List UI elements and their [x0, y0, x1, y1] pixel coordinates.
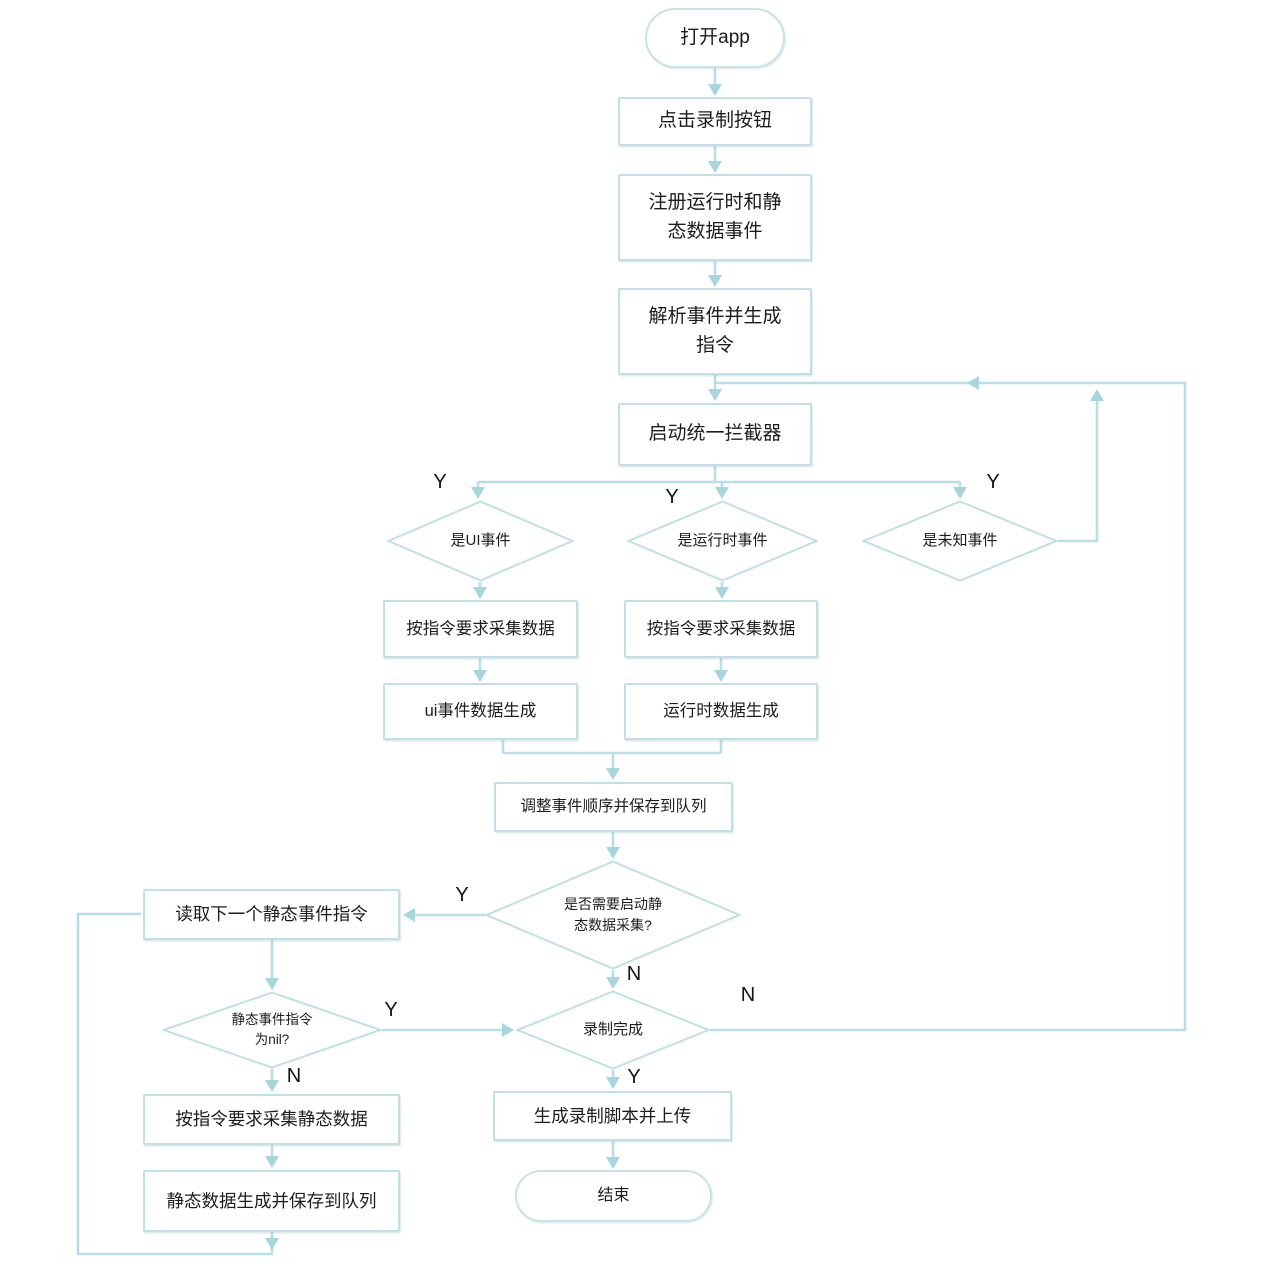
edge-is-ui-to-collect [473, 582, 487, 599]
edge-collect-static-to-saved [265, 1145, 279, 1168]
node-start-interceptor: 启动统一拦截器 [618, 403, 812, 466]
node-static-instruction-nil: 静态事件指令 为nil? [162, 991, 382, 1069]
node-label: 按指令要求采集静态数据 [175, 1109, 368, 1130]
node-label: 读取下一个静态事件指令 [175, 904, 368, 925]
edge-unknown-yes-loop [1058, 389, 1104, 543]
branch-label-no-nil: N [286, 1065, 302, 1087]
node-parse-events: 解析事件并生成 指令 [618, 288, 812, 375]
node-ui-data-generated: ui事件数据生成 [383, 683, 578, 740]
node-label: 静态事件指令 为nil? [231, 1011, 313, 1047]
node-label: 是否需要启动静 态数据采集? [564, 896, 662, 933]
node-click-record-button: 点击录制按钮 [618, 97, 812, 146]
branch-label-yes-nil: Y [384, 999, 398, 1021]
edge-nil-no [265, 1069, 279, 1092]
node-label: 启动统一拦截器 [648, 423, 782, 445]
branch-label-yes-is-unknown: Y [986, 471, 1000, 493]
branch-label-yes-is-ui: Y [433, 471, 447, 493]
node-label: 生成录制脚本并上传 [533, 1105, 692, 1126]
edge-register-to-parse [708, 261, 722, 287]
node-is-unknown-event: 是未知事件 [862, 500, 1058, 582]
diamond-shape [485, 860, 741, 970]
node-collect-runtime-data: 按指令要求采集数据 [624, 600, 818, 658]
node-label: 是未知事件 [922, 531, 998, 549]
diamond-shape [862, 500, 1058, 582]
edge-click-record-to-register [708, 146, 722, 173]
node-recording-done: 录制完成 [516, 990, 710, 1070]
node-need-static-collection: 是否需要启动静 态数据采集? [485, 860, 741, 970]
node-label: 解析事件并生成 指令 [648, 306, 782, 356]
node-is-runtime-event: 是运行时事件 [627, 500, 818, 582]
node-label: ui事件数据生成 [424, 702, 537, 721]
node-static-data-saved: 静态数据生成并保存到队列 [143, 1170, 400, 1232]
node-label: 注册运行时和静 态数据事件 [648, 192, 782, 242]
node-label: 按指令要求采集数据 [646, 619, 796, 638]
node-label: 点击录制按钮 [657, 110, 772, 132]
node-collect-ui-data: 按指令要求采集数据 [383, 600, 578, 658]
edge-interceptor-split [471, 466, 967, 499]
edge-read-next-to-nil [265, 940, 279, 990]
branch-label-no-need-static: N [626, 963, 642, 985]
node-label: 结束 [597, 1187, 630, 1204]
node-label: 静态数据生成并保存到队列 [166, 1190, 377, 1211]
edge-open-app-to-click-record [708, 68, 722, 96]
diamond-shape [162, 991, 382, 1069]
edge-saved-loop-to-read-next [76, 912, 279, 1256]
diamond-shape [516, 990, 710, 1070]
node-register-events: 注册运行时和静 态数据事件 [618, 174, 812, 261]
node-adjust-order-queue: 调整事件顺序并保存到队列 [494, 782, 733, 832]
edge-nil-yes [382, 1023, 514, 1037]
node-label: 录制完成 [582, 1020, 643, 1038]
node-label: 是UI事件 [450, 531, 511, 549]
branch-label-yes-need-static: Y [455, 884, 469, 906]
diamond-shape [387, 500, 574, 582]
branch-label-yes-done: Y [627, 1066, 641, 1088]
edge-collect-ui-to-uidata [473, 658, 487, 682]
node-label: 按指令要求采集数据 [406, 619, 555, 638]
node-end: 结束 [515, 1170, 712, 1222]
node-label: 调整事件顺序并保存到队列 [520, 798, 707, 816]
edge-merge-to-adjust [501, 740, 723, 780]
edge-adjust-to-need-static [606, 832, 620, 859]
node-label: 是运行时事件 [677, 531, 768, 549]
edge-parse-to-interceptor [708, 374, 722, 401]
edge-need-static-yes [403, 908, 485, 922]
edge-done-no-loop [710, 376, 1187, 1032]
node-generate-upload-script: 生成录制脚本并上传 [493, 1091, 732, 1141]
node-is-ui-event: 是UI事件 [387, 500, 574, 582]
node-read-next-static: 读取下一个静态事件指令 [143, 889, 400, 940]
branch-label-yes-is-runtime: Y [665, 486, 679, 508]
node-label: 运行时数据生成 [663, 702, 779, 721]
edge-script-to-end [606, 1141, 620, 1169]
edge-is-runtime-to-collect [715, 582, 729, 599]
branch-label-no-done: N [740, 984, 756, 1006]
edge-done-yes [606, 1070, 620, 1089]
node-open-app: 打开app [645, 8, 785, 68]
node-label: 打开app [680, 26, 750, 48]
diamond-shape [627, 500, 818, 582]
node-runtime-data-generated: 运行时数据生成 [624, 683, 818, 740]
edge-need-static-no [606, 970, 620, 989]
edge-collect-runtime-to-rtdata [714, 658, 728, 682]
node-collect-static-data: 按指令要求采集静态数据 [143, 1094, 400, 1145]
